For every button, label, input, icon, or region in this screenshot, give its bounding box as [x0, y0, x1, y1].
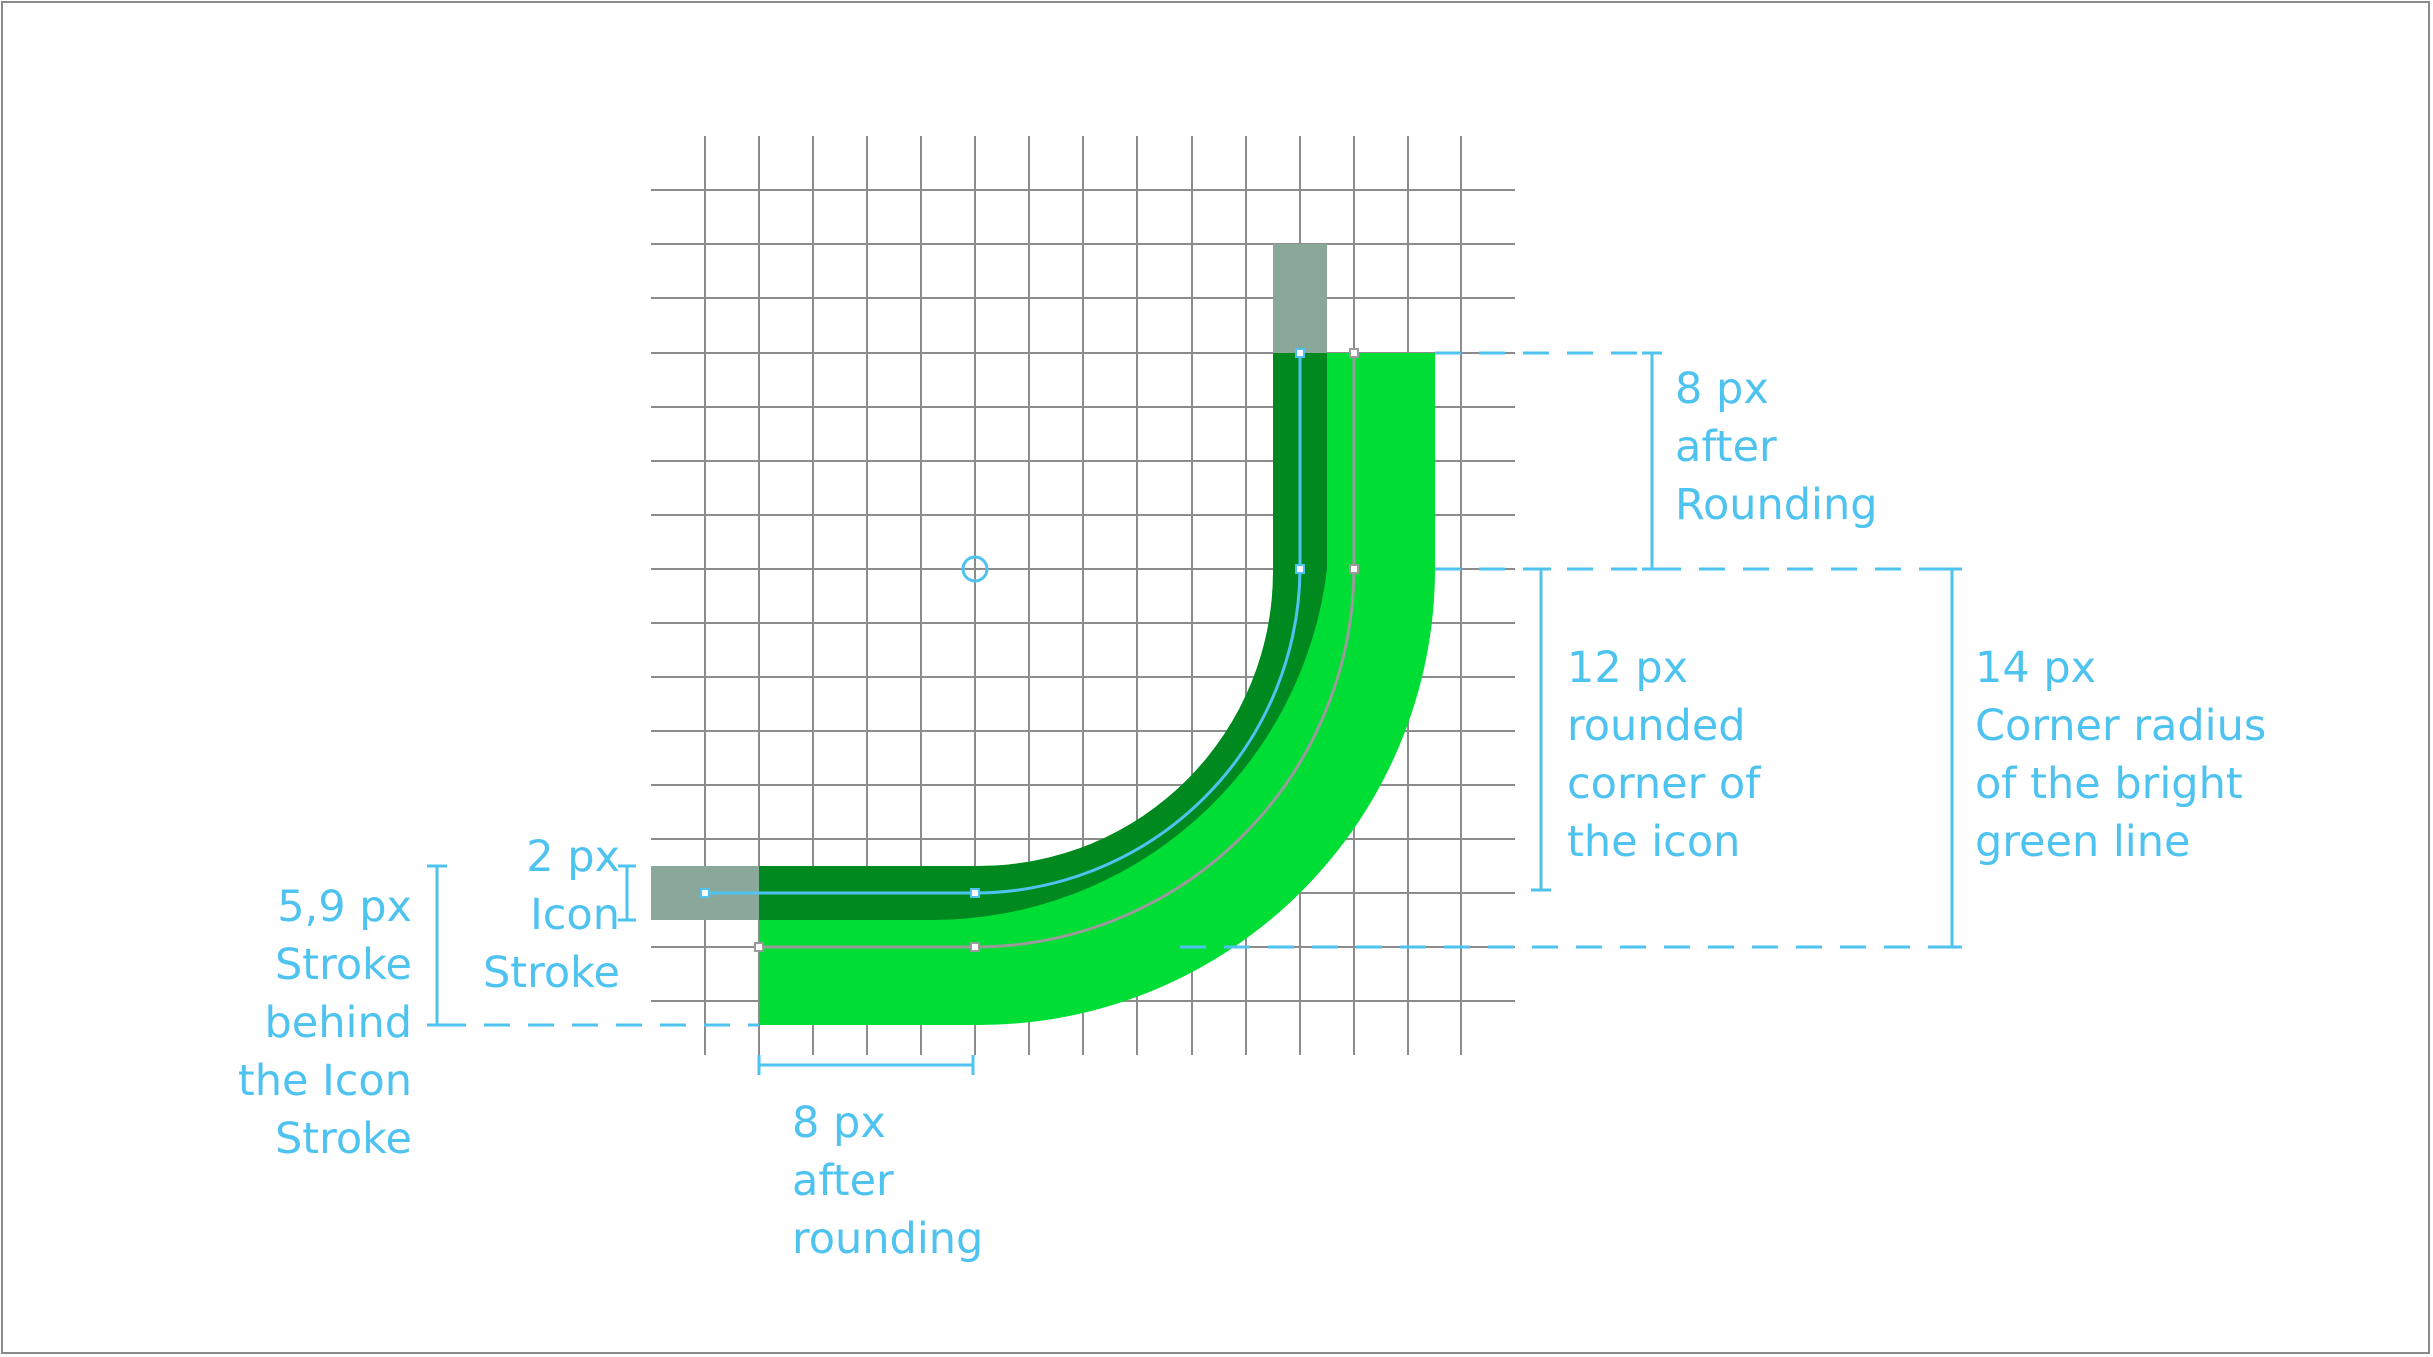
label-5-9px-stroke-behind: 5,9 px Stroke behind the Icon Stroke — [237, 882, 412, 1164]
label-8px-after-rounding-bottom: 8 px after rounding — [792, 1098, 984, 1264]
anchor-points — [700, 348, 1359, 952]
anchor-point — [1349, 564, 1359, 574]
anchor-point — [970, 942, 980, 952]
gray-stroke-vertical — [1273, 244, 1327, 353]
anchor-point — [1295, 564, 1305, 574]
label-8px-after-rounding-top: 8 px after Rounding — [1675, 364, 1878, 530]
radius-center-marker — [961, 555, 989, 583]
label-12px-rounded-corner: 12 px rounded corner of the icon — [1567, 643, 1761, 867]
anchor-point — [1349, 348, 1359, 358]
icon-centerline — [705, 353, 1302, 895]
dimension-brackets — [427, 351, 1962, 1075]
anchor-point — [970, 888, 980, 898]
bright-line-centerline — [759, 353, 1356, 949]
dashed-guides — [440, 351, 1950, 1027]
label-14px-corner-radius: 14 px Corner radius of the bright green … — [1975, 643, 2267, 867]
bright-green-line — [759, 353, 1435, 1025]
anchor-point — [1295, 348, 1305, 358]
anchor-point — [754, 942, 764, 952]
label-2px-icon-stroke: 2 px Icon Stroke — [482, 832, 620, 998]
anchor-point — [700, 888, 710, 898]
